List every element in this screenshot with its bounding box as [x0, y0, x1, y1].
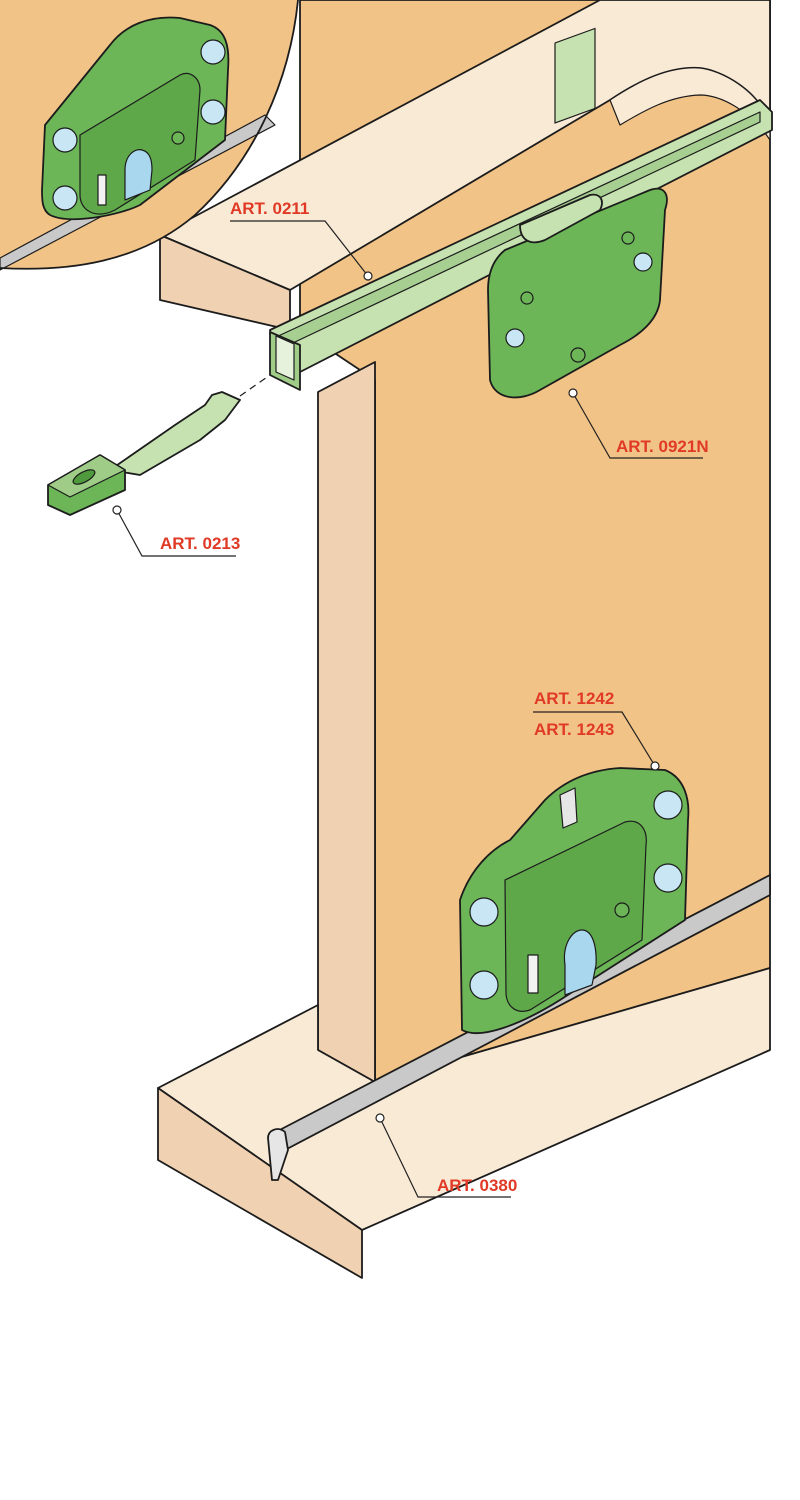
screw-icon [653, 790, 683, 820]
detail-inset [0, 0, 299, 271]
label-art-0380: ART. 0380 [437, 1176, 517, 1195]
label-art-1243: ART. 1243 [534, 720, 614, 739]
screw-icon [653, 863, 683, 893]
screw-icon [633, 252, 653, 272]
screw-icon [469, 970, 499, 1000]
screw-icon [200, 99, 226, 125]
bottom-shelf [157, 967, 771, 1279]
screw-icon [52, 185, 78, 211]
screw-icon [200, 39, 226, 65]
label-art-1242: ART. 1242 [534, 689, 614, 708]
label-art-0921n: ART. 0921N [616, 437, 709, 456]
screw-icon [52, 127, 78, 153]
label-art-0213: ART. 0213 [160, 534, 240, 553]
top-rail-art-0211 [269, 99, 773, 391]
top-shelf [159, 0, 771, 331]
callouts [112, 220, 703, 1198]
screw-icon [505, 328, 525, 348]
screw-icon [469, 897, 499, 927]
door-edge [317, 361, 376, 1083]
label-art-0211: ART. 0211 [230, 199, 309, 218]
guide-pin-art-0213 [47, 374, 271, 516]
bottom-roller-art-1242-1243 [459, 767, 690, 1034]
top-guide-art-0921n [487, 27, 668, 399]
